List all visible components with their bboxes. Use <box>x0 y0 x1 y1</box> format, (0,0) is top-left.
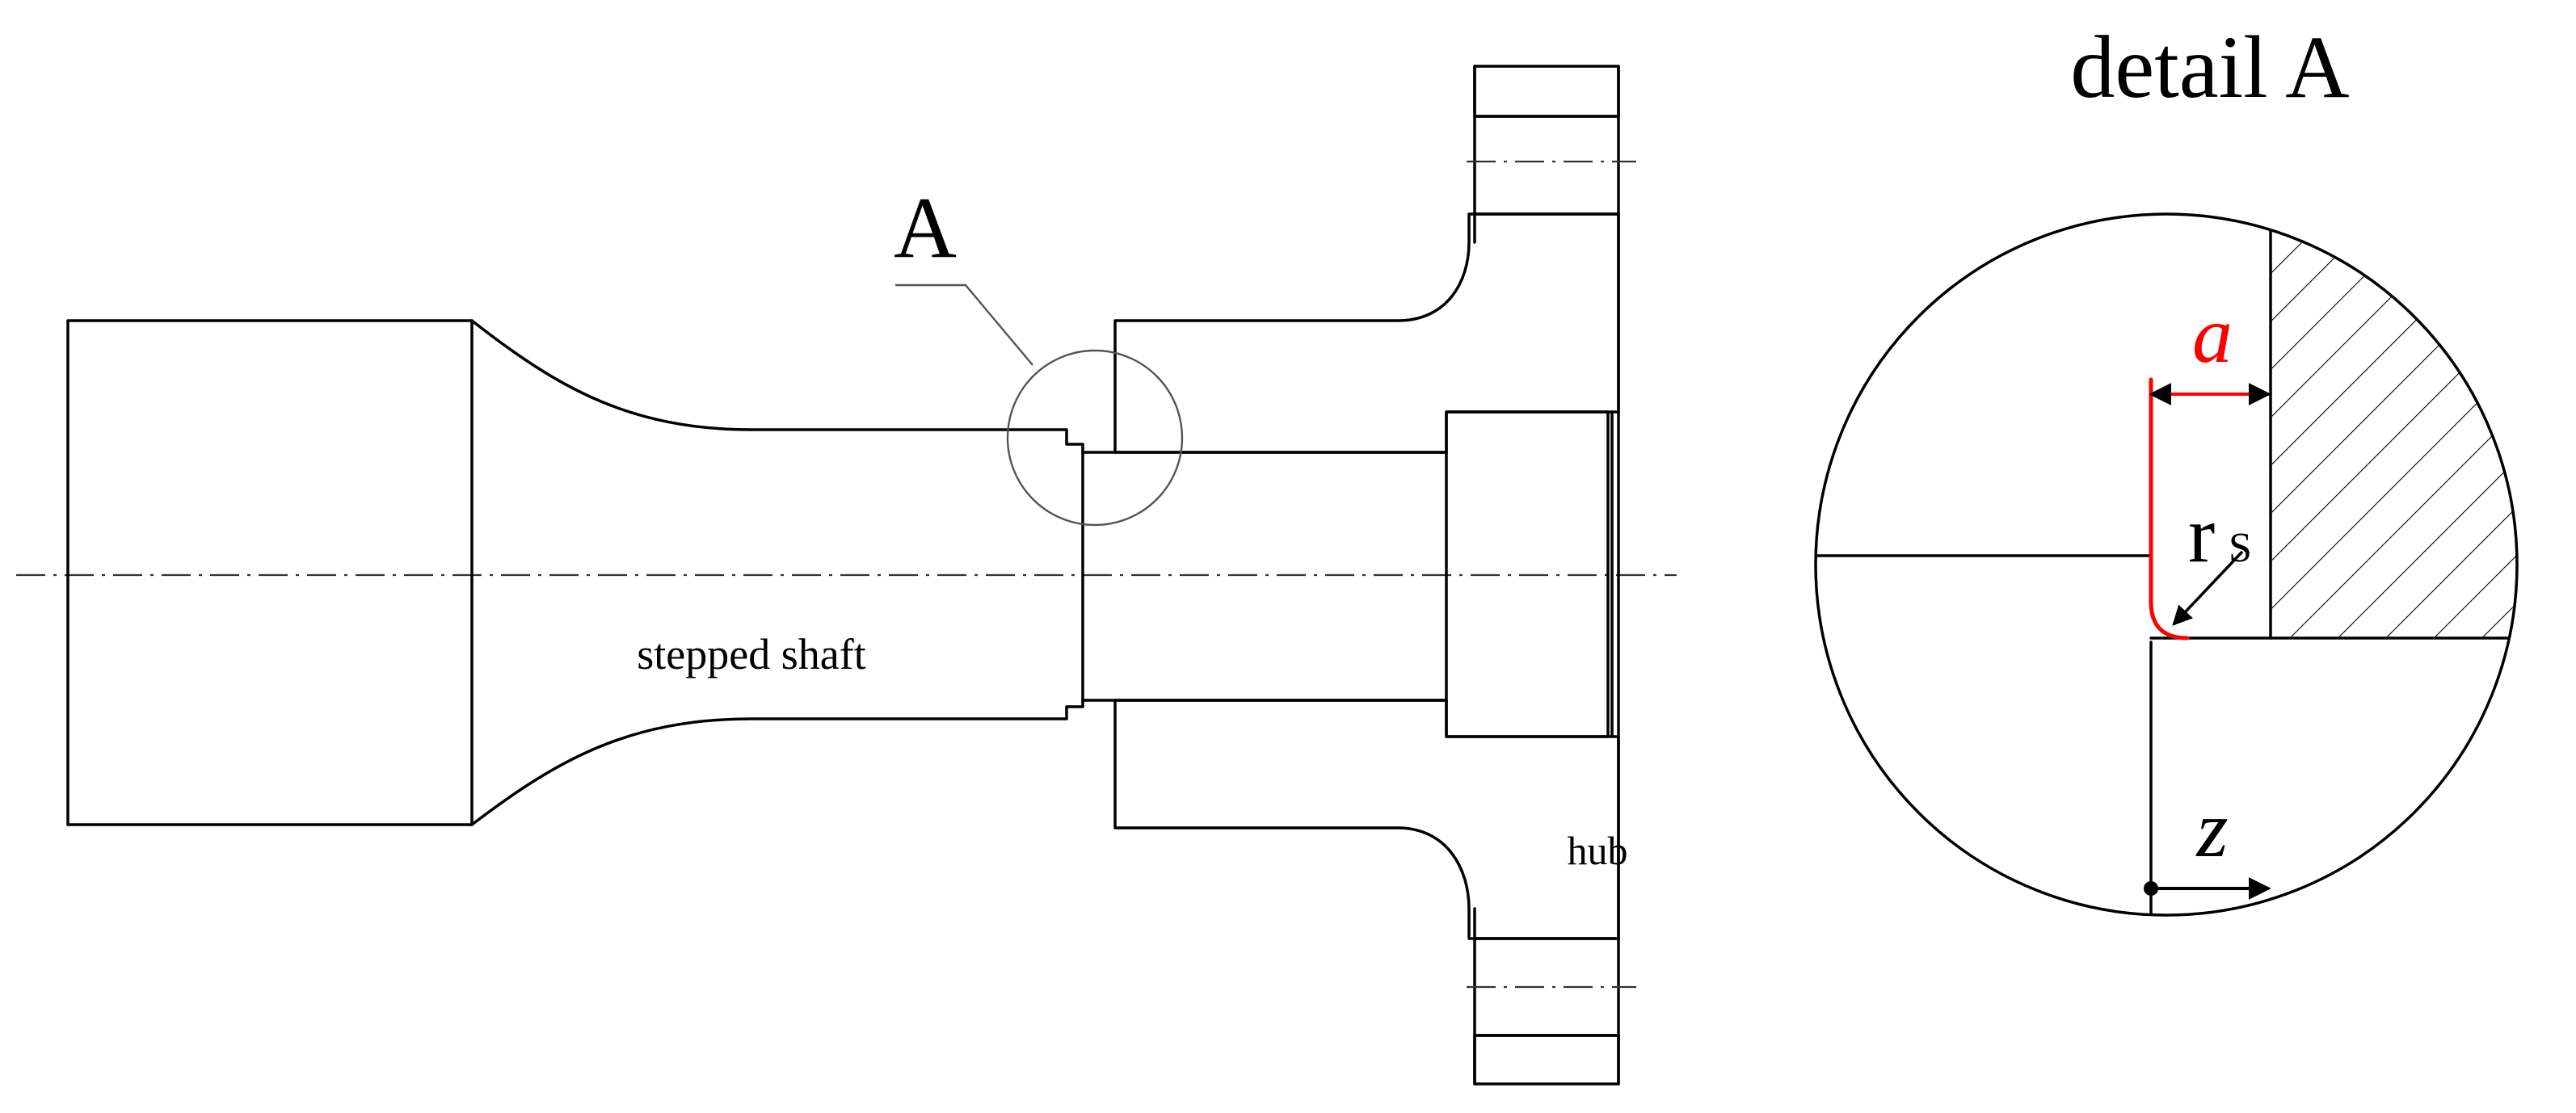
shaft-large-section <box>66 319 474 826</box>
shaft-label: stepped shaft <box>637 630 865 678</box>
radius-arrow <box>2172 550 2244 626</box>
z-axis-label: z <box>2195 784 2229 874</box>
detail-a-circle <box>1006 349 1184 527</box>
radius-subscript: S <box>2229 525 2252 571</box>
shaft-transition-and-step <box>470 319 1084 826</box>
detail-view: detail A a r S z <box>1814 18 2519 917</box>
hub-upper-section <box>1113 212 1620 454</box>
hub-flange-top-part <box>1473 65 1620 118</box>
detail-a-leader <box>895 284 1033 366</box>
detail-content <box>1816 216 2517 915</box>
hub-counterbore <box>1445 410 1610 738</box>
detail-highlight-edge <box>2149 377 2190 640</box>
detail-boundary-circle <box>1814 212 2519 917</box>
detail-hatched-region <box>2271 218 2517 638</box>
main-view: A stepped shaft hub <box>16 65 1677 1086</box>
hub <box>1081 65 1636 1086</box>
detail-title: detail A <box>2070 18 2349 116</box>
hub-flange-bottom-part <box>1473 1034 1620 1086</box>
stepped-shaft <box>66 319 1084 826</box>
radius-label: r <box>2188 489 2215 579</box>
dimension-a-label: a <box>2192 290 2233 380</box>
detail-a-marker-label: A <box>894 180 957 276</box>
hub-label: hub <box>1568 828 1628 873</box>
